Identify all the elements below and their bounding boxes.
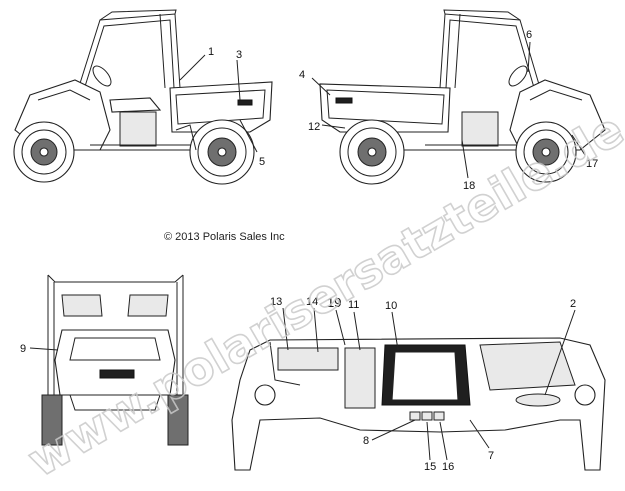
door-panel-left: [119, 111, 157, 147]
box-logo-decal-left: [237, 99, 253, 106]
callout-16: 16: [442, 461, 454, 473]
watermark-text: www.polarisersatzteile.de: [19, 102, 625, 488]
dash-center-left-panel: [344, 347, 376, 409]
callout-5: 5: [259, 156, 265, 168]
copyright-notice: © 2013 Polaris Sales Inc: [164, 231, 285, 243]
callout-11: 11: [348, 299, 359, 311]
callout-12: 12: [308, 121, 320, 133]
callout-17: 17: [586, 158, 598, 170]
callout-13: 13: [270, 296, 282, 308]
callout-9: 9: [20, 343, 26, 355]
callout-10: 10: [385, 300, 397, 312]
rear-wheel-left: [189, 119, 255, 185]
callout-4: 4: [299, 69, 305, 81]
front-wheel-left: [13, 121, 75, 183]
front-wheel-right: [515, 121, 577, 183]
dash-left-panel: [277, 347, 339, 371]
callout-7: 7: [488, 450, 494, 462]
callout-19: 19: [327, 295, 341, 310]
callout-15: 15: [424, 461, 436, 473]
callout-6: 6: [526, 29, 532, 41]
door-panel-right: [461, 111, 499, 147]
vehicle-right-side-view: 4 12 6 17 18: [299, 9, 606, 192]
front-wheel-front-view-right: [167, 394, 189, 446]
vehicle-front-view: 9: [20, 274, 189, 446]
callout-2: 2: [570, 298, 576, 310]
callout-8: 8: [363, 435, 369, 447]
front-wheel-front-view-left: [41, 394, 63, 446]
vehicle-left-side-view: 1 3 5: [13, 9, 273, 185]
front-logo-decal: [99, 369, 135, 379]
box-logo-decal-right: [335, 97, 353, 104]
glove-box-decal: [515, 393, 561, 407]
callout-3: 3: [236, 49, 242, 61]
hood-dash-detail-view: 13 14 19 11 10 2 8 15 16 7: [231, 295, 606, 473]
rear-wheel-right: [339, 119, 405, 185]
callout-14: 14: [306, 296, 318, 308]
callout-18: 18: [463, 180, 475, 192]
callout-1: 1: [208, 46, 214, 58]
